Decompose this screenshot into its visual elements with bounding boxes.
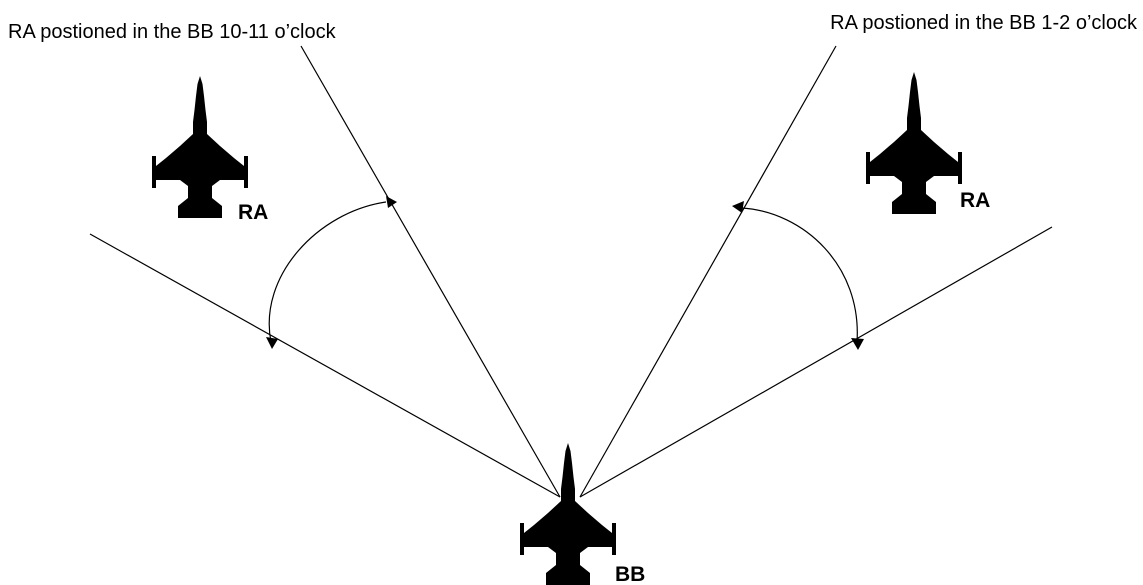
caption-right: RA postioned in the BB 1-2 o’clock: [830, 12, 1138, 34]
label-right-ra: RA: [960, 189, 990, 212]
sector-arc-right: [741, 207, 858, 343]
fighter-jet-icon-left-ra: [152, 76, 248, 218]
caption-left: RA postioned in the BB 10-11 o’clock: [8, 21, 337, 43]
sector-line-right-inner: [579, 45, 837, 498]
arc-left-arrowhead-bottom: [266, 337, 278, 349]
arc-right-arrowhead-bottom: [851, 338, 864, 350]
sector-arc-left: [268, 201, 387, 343]
fighter-jet-icon-right-ra: [866, 72, 962, 214]
sector-line-left-outer: [89, 233, 561, 498]
sector-line-right-outer: [579, 226, 1053, 498]
arc-left-arrowhead-top: [386, 196, 397, 208]
arc-right-arrowhead-top: [732, 201, 744, 213]
fighter-jet-icon-bb: [520, 443, 616, 585]
label-left-ra: RA: [238, 201, 268, 224]
label-bb: BB: [615, 563, 645, 585]
sector-line-left-inner: [300, 45, 561, 498]
